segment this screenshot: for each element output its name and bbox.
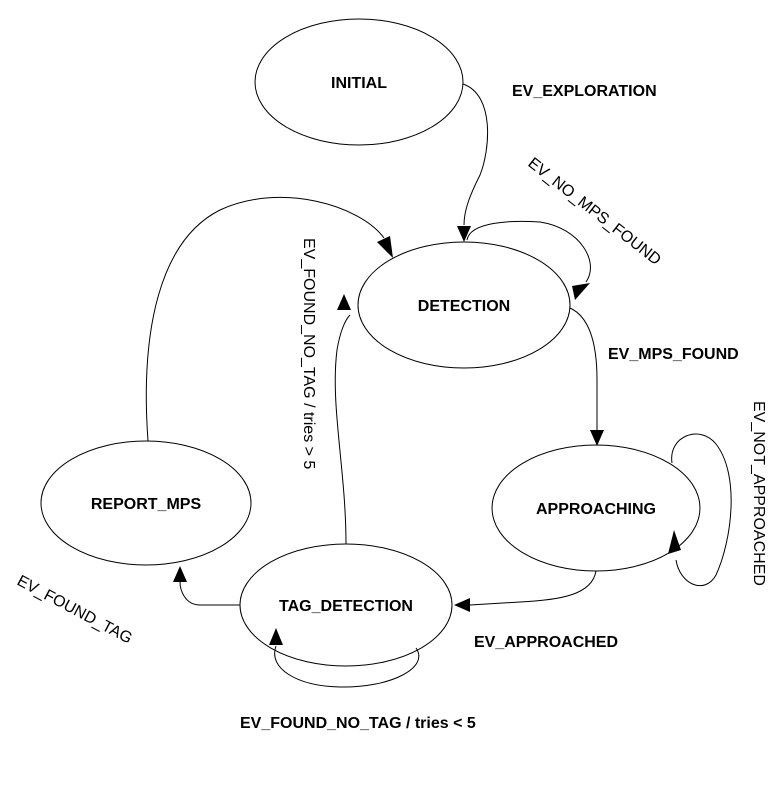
state-report-mps: REPORT_MPS	[40, 440, 252, 566]
state-report-mps-label: REPORT_MPS	[91, 496, 202, 513]
edge-approaching-self-loop	[668, 433, 732, 587]
edge-tag-detection-to-detection-line	[334, 314, 351, 545]
edge-approaching-to-tag-detection-line	[469, 570, 597, 606]
edge-tag-detection-self-loop-line	[274, 645, 420, 688]
edge-approaching-self-loop-line	[671, 433, 732, 587]
edge-detection-to-approaching-line	[569, 307, 598, 430]
state-report-mps-shape	[40, 440, 252, 566]
edge-report-mps-to-detection-line	[145, 197, 385, 442]
state-detection: DETECTION	[357, 241, 571, 369]
state-tag-detection-label: TAG_DETECTION	[279, 598, 413, 615]
edge-tag-detection-to-report-mps-arrow	[173, 566, 187, 582]
state-detection-label: DETECTION	[418, 298, 510, 315]
label-ev-no-mps-found: EV_NO_MPS_FOUND	[525, 155, 664, 269]
edge-initial-to-detection	[457, 83, 489, 242]
label-ev-approached: EV_APPROACHED	[474, 634, 618, 651]
state-initial: INITIAL	[254, 18, 464, 146]
edge-report-mps-to-detection-arrow	[377, 236, 393, 258]
state-approaching: APPROACHING	[491, 444, 701, 572]
label-ev-found-no-tag-gt: EV_FOUND_NO_TAG / tries > 5	[300, 238, 317, 469]
label-ev-mps-found: EV_MPS_FOUND	[608, 346, 739, 363]
label-ev-found-tag: EV_FOUND_TAG	[14, 573, 135, 648]
edge-approaching-self-loop-arrow	[668, 530, 681, 554]
edge-initial-to-detection-arrow	[457, 226, 471, 242]
state-approaching-label: APPROACHING	[536, 501, 656, 518]
state-initial-shape	[254, 18, 464, 146]
label-ev-not-approached: EV_NOT_APPROACHED	[750, 401, 767, 586]
edge-approaching-to-tag-detection	[454, 570, 597, 612]
edge-detection-self-loop	[466, 220, 591, 300]
edge-tag-detection-to-report-mps-line	[179, 581, 240, 606]
edge-tag-detection-self-loop	[269, 628, 420, 688]
edge-tag-detection-self-loop-arrow	[269, 628, 283, 645]
edge-initial-to-detection-line	[462, 83, 489, 226]
state-tag-detection: TAG_DETECTION	[239, 543, 453, 667]
label-ev-exploration: EV_EXPLORATION	[512, 83, 657, 100]
edge-approaching-to-tag-detection-arrow	[454, 598, 470, 612]
edge-detection-to-approaching-arrow	[590, 430, 604, 446]
edge-detection-self-loop-line	[466, 220, 591, 283]
edge-detection-to-approaching	[569, 307, 604, 446]
edge-tag-detection-to-detection-arrow	[337, 294, 351, 310]
edge-detection-self-loop-arrow	[572, 283, 590, 300]
edge-tag-detection-to-report-mps	[173, 566, 240, 606]
label-ev-found-no-tag-lt: EV_FOUND_NO_TAG / tries < 5	[240, 715, 476, 732]
edge-report-mps-to-detection	[145, 197, 393, 442]
state-initial-label: INITIAL	[331, 75, 387, 92]
edge-tag-detection-to-detection	[334, 294, 351, 545]
